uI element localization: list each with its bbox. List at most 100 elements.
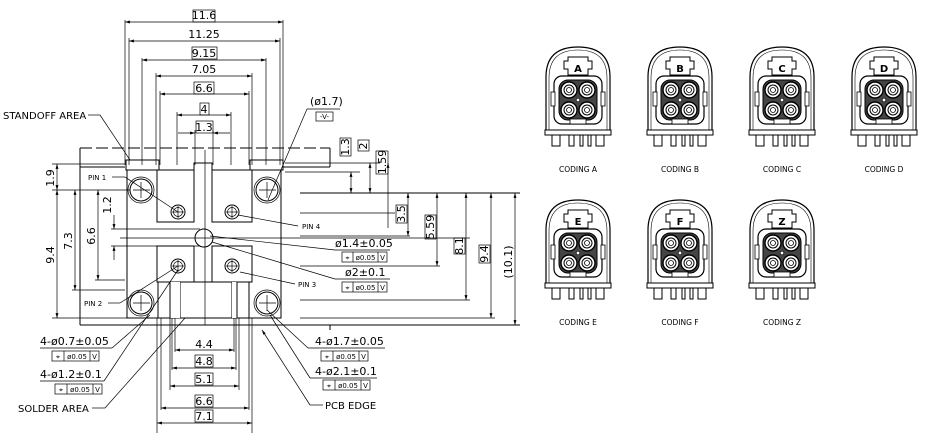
hole-21-spec: 4-ø2.1±0.1 <box>315 365 377 378</box>
svg-text:⌖: ⌖ <box>56 353 60 361</box>
tolerance-frame: ⌖ ø0.05 V <box>341 281 388 293</box>
dim-6-6-top: 6.6 <box>195 82 213 95</box>
footprint-drawing: 11.6 11.25 9.15 7.05 6.6 4 1.3 <box>3 9 520 433</box>
svg-text:ø0.05: ø0.05 <box>338 382 358 390</box>
dim-11-6: 11.6 <box>192 9 217 22</box>
pcb-footprint-body <box>126 162 282 319</box>
svg-text:⌖: ⌖ <box>325 353 329 361</box>
tolerance-frame: ⌖ ø0.05 V <box>51 350 100 362</box>
datum-diameter: (ø1.7) <box>310 95 343 108</box>
hole-12-spec: 4-ø1.2±0.1 <box>40 368 102 381</box>
tolerance-frame: ⌖ ø0.05 V <box>320 350 369 362</box>
coding-key-letter: B <box>676 64 684 75</box>
right-dimensions: 1.3 2 1.59 3.5 5.59 8.1 9.4 (10.1) <box>285 137 517 325</box>
svg-text:⌖: ⌖ <box>59 386 63 394</box>
coding-label: CODING B <box>661 165 699 174</box>
svg-text:ø0.05: ø0.05 <box>70 386 90 394</box>
svg-text:V: V <box>380 254 385 262</box>
left-dimensions: 1.9 9.4 7.3 6.6 1.2 <box>44 163 200 319</box>
center-hole-callouts: ø1.4±0.05 ⌖ ø0.05 V ø2±0.1 ⌖ ø0.05 V <box>209 235 393 293</box>
center-hole-1-spec: ø1.4±0.05 <box>335 237 393 250</box>
coding-label: CODING Z <box>763 318 801 327</box>
coding-view-e: E CODING E <box>544 199 612 327</box>
standoff-area-top-right <box>249 159 284 171</box>
coding-key-letter: F <box>677 217 684 228</box>
standoff-area-top-left <box>125 159 160 171</box>
svg-text:V: V <box>363 382 368 390</box>
coding-view-d: D CODING D <box>850 46 918 174</box>
svg-text:V: V <box>95 386 100 394</box>
hole-07-spec: 4-ø0.7±0.05 <box>40 335 109 348</box>
dim-8-1: 8.1 <box>453 237 466 255</box>
dim-7-05: 7.05 <box>192 63 217 76</box>
dim-9-4-right: 9.4 <box>478 245 491 263</box>
dim-5-1: 5.1 <box>195 373 213 386</box>
coding-label: CODING A <box>559 165 598 174</box>
svg-text:V: V <box>361 353 366 361</box>
pin-3-label: PIN 3 <box>298 281 316 289</box>
dim-4-4: 4.4 <box>195 338 213 351</box>
coding-key-letter: E <box>575 217 582 228</box>
coding-label: CODING F <box>661 318 698 327</box>
pin-2-label: PIN 2 <box>84 300 102 308</box>
bottom-dimensions: 4.4 4.8 5.1 6.6 7.1 <box>156 318 253 433</box>
coding-views: A CODING A B CODING B C CODING C D CODING D E COD… <box>544 46 918 327</box>
coding-label: CODING D <box>865 165 904 174</box>
dim-10-1: (10.1) <box>502 245 515 278</box>
dim-4: 4 <box>201 103 208 116</box>
tolerance-frame: ⌖ ø0.05 V <box>341 251 388 263</box>
tolerance-frame: ⌖ ø0.05 V <box>322 379 371 391</box>
bottom-left-callouts: 4-ø0.7±0.05 ⌖ ø0.05 V 4-ø1.2±0.1 ⌖ ø0.05… <box>18 269 186 415</box>
svg-text:⌖: ⌖ <box>346 254 350 262</box>
dim-9-15: 9.15 <box>192 47 217 60</box>
dim-7-1: 7.1 <box>195 410 213 423</box>
standoff-area-bottom-right <box>236 281 250 319</box>
pin-1-label: PIN 1 <box>88 174 106 182</box>
coding-key-letter: C <box>778 64 785 75</box>
coding-key-letter: D <box>880 64 888 75</box>
svg-text:⌖: ⌖ <box>346 284 350 292</box>
dim-1-9: 1.9 <box>44 169 57 187</box>
svg-text:V: V <box>380 284 385 292</box>
hole-17-spec: 4-ø1.7±0.05 <box>315 335 384 348</box>
dim-11-25: 11.25 <box>188 28 220 41</box>
bottom-right-callouts: 4-ø1.7±0.05 ⌖ ø0.05 V 4-ø2.1±0.1 ⌖ ø0.05… <box>261 309 385 412</box>
coding-view-f: F CODING F <box>646 199 714 327</box>
dim-3-5: 3.5 <box>395 205 408 223</box>
svg-text:⌖: ⌖ <box>327 382 331 390</box>
coding-key-letter: A <box>574 64 582 75</box>
dim-4-8: 4.8 <box>195 355 213 368</box>
pcb-edge-label: PCB EDGE <box>325 401 376 412</box>
svg-text:ø0.05: ø0.05 <box>356 284 376 292</box>
coding-view-a: A CODING A <box>544 46 612 174</box>
svg-text:ø0.05: ø0.05 <box>67 353 87 361</box>
dim-6-6-left: 6.6 <box>85 227 98 245</box>
dim-1-3-right: 1.3 <box>339 138 352 156</box>
dim-9-4-left: 9.4 <box>44 246 57 264</box>
dim-1-3-top: 1.3 <box>195 121 213 134</box>
top-dimensions: 11.6 11.25 9.15 7.05 6.6 4 1.3 <box>124 9 284 165</box>
coding-key-letter: Z <box>778 217 785 228</box>
solder-area-label: SOLDER AREA <box>18 404 89 415</box>
coding-label: CODING E <box>559 318 597 327</box>
standoff-area-label: STANDOFF AREA <box>3 111 86 122</box>
tolerance-frame: ⌖ ø0.05 V <box>54 383 103 395</box>
dim-7-3: 7.3 <box>62 232 75 250</box>
svg-text:ø0.05: ø0.05 <box>356 254 376 262</box>
coding-view-z: Z CODING Z <box>748 199 816 327</box>
datum-label: -V- <box>320 113 329 121</box>
center-hole-2-spec: ø2±0.1 <box>345 266 385 279</box>
dim-6-6-bottom: 6.6 <box>195 395 213 408</box>
dim-5-59: 5.59 <box>424 215 437 240</box>
coding-label: CODING C <box>763 165 801 174</box>
coding-view-c: C CODING C <box>748 46 816 174</box>
coding-view-b: B CODING B <box>646 46 714 174</box>
mounting-holes <box>127 176 281 317</box>
dim-1-2: 1.2 <box>101 196 114 214</box>
dim-2: 2 <box>357 143 370 150</box>
svg-text:ø0.05: ø0.05 <box>336 353 356 361</box>
dim-1-59: 1.59 <box>376 150 389 175</box>
svg-text:V: V <box>92 353 97 361</box>
pin-4-label: PIN 4 <box>302 223 321 231</box>
